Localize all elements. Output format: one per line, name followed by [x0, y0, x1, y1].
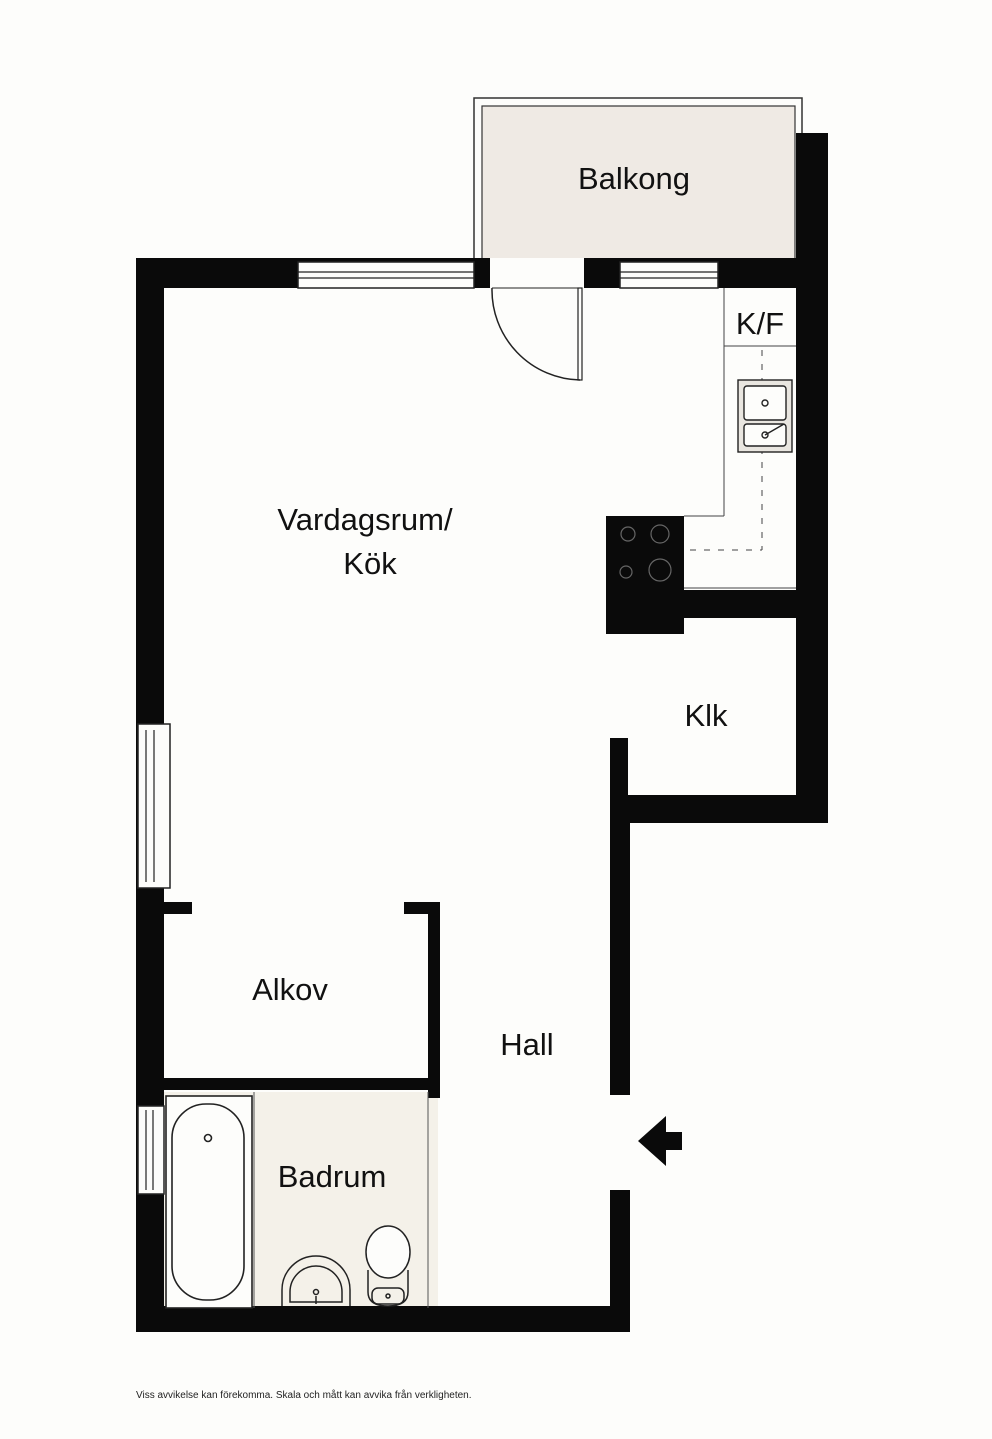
room-label-hall: Hall	[500, 1027, 553, 1062]
washbasin-icon	[281, 1255, 351, 1306]
door-swing-icon	[491, 287, 583, 381]
window-top-left	[297, 261, 475, 289]
window-top-right	[619, 261, 719, 289]
window-bath	[137, 1105, 165, 1195]
entrance-arrow-icon	[638, 1116, 682, 1166]
room-label-balcony: Balkong	[578, 161, 690, 196]
balcony	[473, 97, 803, 261]
sink-icon	[737, 379, 793, 453]
disclaimer-text: Viss avvikelse kan förekomma. Skala och …	[136, 1390, 472, 1401]
room-label-alcove: Alkov	[252, 972, 328, 1007]
stove-icon	[619, 524, 672, 582]
window-left	[137, 723, 171, 889]
room-label-bathroom: Badrum	[278, 1159, 387, 1194]
room-label-living: Vardagsrum/	[277, 502, 453, 537]
balcony-door-gap	[490, 258, 584, 288]
room-label-kitchen: Kök	[343, 546, 397, 581]
toilet-icon	[365, 1225, 411, 1307]
room-label-klk: Klk	[684, 698, 728, 733]
room-label-kf: K/F	[736, 306, 784, 341]
bathtub-icon	[165, 1095, 253, 1309]
